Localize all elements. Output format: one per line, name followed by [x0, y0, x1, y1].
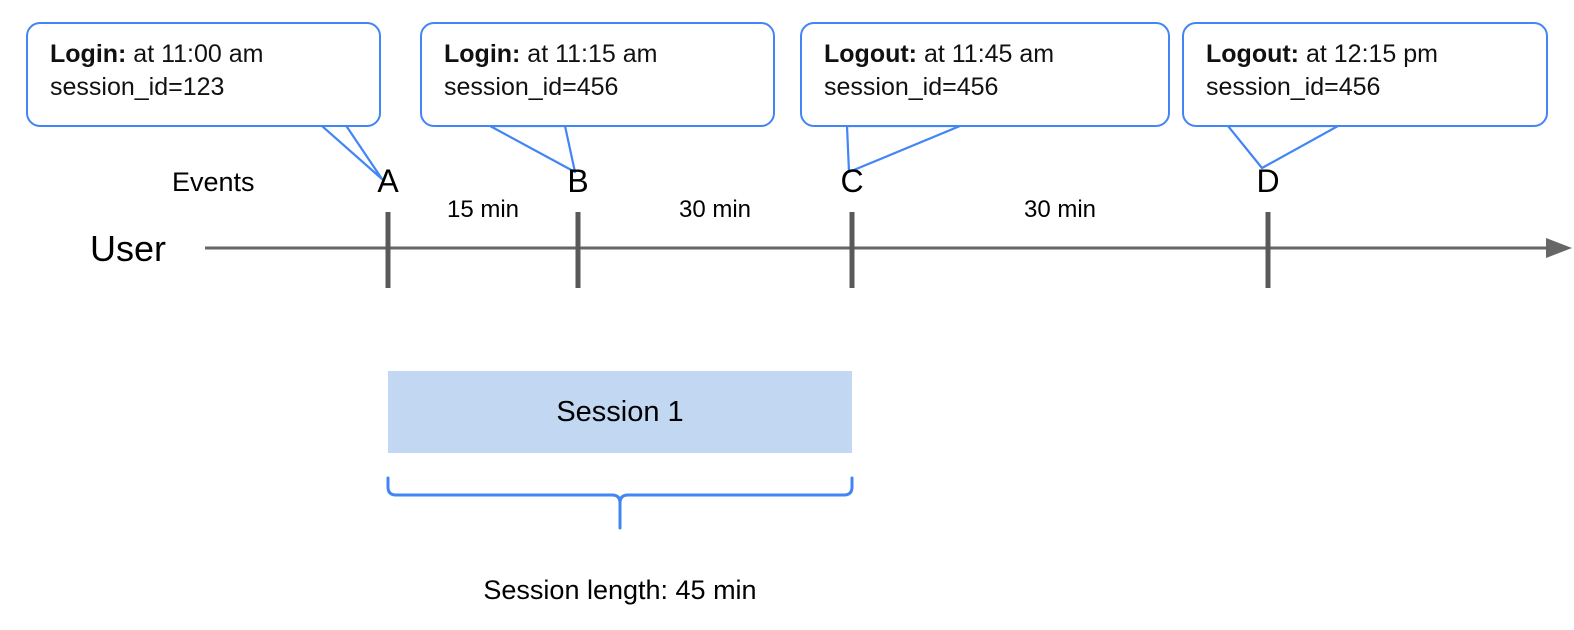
callout-event-b: Login: at 11:15 am session_id=456 [420, 22, 775, 127]
callout-b-line1: Login: at 11:15 am [444, 40, 657, 68]
callout-a-time: at 11:00 am [126, 40, 264, 68]
callout-a-event: Login: [50, 40, 127, 68]
callout-c-line1: Logout: at 11:45 am [824, 40, 1054, 68]
timeline-arrowhead-icon [1546, 238, 1572, 258]
callout-d-line1: Logout: at 12:15 pm [1206, 40, 1438, 68]
session-length-label: Session length: 45 min [483, 575, 757, 605]
tick-label-a: A [377, 163, 399, 199]
tick-label-c: C [840, 163, 864, 199]
callout-c-session: session_id=456 [824, 73, 999, 101]
callout-d-time: at 12:15 pm [1299, 40, 1438, 68]
callout-d-session: session_id=456 [1206, 73, 1381, 101]
callout-c-time: at 11:45 am [917, 40, 1055, 68]
tick-label-b: B [567, 163, 589, 199]
session-brace [386, 476, 854, 530]
tick-label-d: D [1256, 163, 1280, 199]
row-label-user: User [90, 228, 167, 269]
callout-event-c: Logout: at 11:45 am session_id=456 [800, 22, 1170, 127]
interval-label-a-b: 15 min [446, 196, 520, 223]
callout-b-time: at 11:15 am [520, 40, 658, 68]
callout-c-event: Logout: [824, 40, 918, 68]
callout-event-a: Login: at 11:00 am session_id=123 [26, 22, 381, 127]
session-bar-label: Session 1 [556, 395, 684, 428]
callout-d-tail [1226, 124, 1340, 170]
callout-a-session: session_id=123 [50, 73, 225, 101]
callout-b-event: Login: [444, 40, 521, 68]
interval-label-c-d: 30 min [1023, 196, 1097, 223]
callout-d-event: Logout: [1206, 40, 1300, 68]
interval-label-b-c: 30 min [678, 196, 752, 223]
row-label-events: Events [172, 167, 255, 197]
callout-a-line1: Login: at 11:00 am [50, 40, 263, 68]
callout-event-d: Logout: at 12:15 pm session_id=456 [1182, 22, 1548, 127]
callout-b-session: session_id=456 [444, 73, 619, 101]
session-bar: Session 1 [388, 371, 852, 453]
